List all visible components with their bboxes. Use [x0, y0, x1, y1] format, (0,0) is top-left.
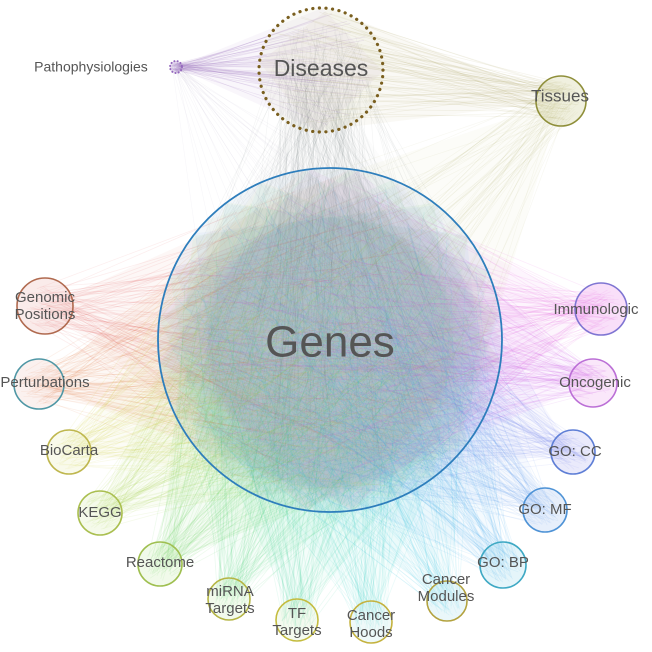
edges-diseases-genes	[169, 23, 487, 500]
node-go_mf[interactable]	[522, 487, 568, 533]
edges-biocarta-genes	[53, 219, 493, 488]
node-circle-cancer_modules[interactable]	[426, 580, 468, 622]
beam-reactome-genes	[160, 203, 467, 564]
node-circle-perturbations[interactable]	[13, 358, 65, 410]
label-oncogenic: Oncogenic	[559, 374, 631, 391]
edges-genomic_positions-genes	[23, 191, 474, 485]
edges-immunologic-genes	[179, 184, 620, 500]
edges-go_cc-genes	[176, 189, 590, 494]
edges-cancer_modules-genes	[175, 185, 474, 616]
node-circle-diseases[interactable]	[257, 6, 385, 134]
beam-oncogenic-genes	[160, 170, 594, 510]
node-circle-genes[interactable]	[157, 167, 503, 513]
node-circle-kegg[interactable]	[77, 490, 123, 536]
beam-go_cc-genes	[173, 183, 574, 497]
node-circle-tissues[interactable]	[535, 75, 587, 127]
node-mirna_targets[interactable]	[207, 577, 251, 621]
edges-tissues-genes	[177, 82, 580, 494]
node-circle-reactome[interactable]	[137, 541, 183, 587]
edges-oncogenic-genes	[167, 197, 611, 481]
node-biocarta[interactable]	[46, 429, 92, 475]
beam-pathophysiologies-diseases	[176, 8, 383, 132]
node-go_bp[interactable]	[479, 541, 527, 589]
label-reactome: Reactome	[126, 554, 194, 571]
node-genomic_positions[interactable]	[16, 277, 74, 335]
labels: Genes Pathophysiologies DiseasesTissuesImm…	[0, 55, 639, 641]
node-circle-biocarta[interactable]	[46, 429, 92, 475]
edges-tissues-diseases	[266, 11, 580, 124]
label-tissues: Tissues	[531, 86, 589, 105]
node-circle-go_bp[interactable]	[479, 541, 527, 589]
node-genes[interactable]	[157, 167, 503, 513]
node-circle-genomic_positions[interactable]	[16, 277, 74, 335]
beam-tissues-diseases	[259, 8, 561, 132]
node-immunologic[interactable]	[574, 282, 628, 336]
edges-pathophysiologies-diseases	[171, 13, 373, 126]
nodes	[13, 6, 628, 644]
label-go_cc: GO: CC	[548, 443, 602, 460]
label-biocarta: BioCarta	[40, 442, 99, 459]
node-circle-tf_targets[interactable]	[275, 598, 319, 642]
beam-tissues-genes	[206, 101, 562, 464]
node-oncogenic[interactable]	[568, 358, 618, 408]
edges-go_mf-genes	[167, 190, 563, 526]
label-go_bp: GO: BP	[477, 554, 529, 571]
edges-pathophysiologies-genes	[171, 62, 439, 473]
beam-wedges	[39, 8, 601, 623]
label-kegg: KEGG	[78, 504, 121, 521]
edges-cancer_hoods-genes	[194, 182, 485, 637]
node-circle-cancer_hoods[interactable]	[349, 600, 393, 644]
edges-perturbations-genes	[19, 189, 481, 484]
label-diseases: Diseases	[274, 55, 369, 81]
edge-lines	[19, 11, 620, 637]
edges-kegg-genes	[84, 193, 492, 530]
beam-mirna_targets-genes	[169, 179, 491, 600]
beam-cancer_modules-genes	[173, 183, 487, 601]
node-circle-oncogenic[interactable]	[568, 358, 618, 408]
node-diseases[interactable]	[257, 6, 385, 134]
label-perturbations: Perturbations	[0, 374, 89, 391]
edges-go_bp-genes	[170, 179, 521, 583]
beam-perturbations-genes	[39, 169, 501, 511]
label-immunologic: Immunologic	[553, 301, 639, 318]
beam-go_bp-genes	[193, 203, 503, 565]
node-circle-immunologic[interactable]	[574, 282, 628, 336]
beam-tf_targets-genes	[159, 169, 501, 620]
edges-reactome-genes	[143, 182, 480, 581]
beam-genomic_positions-genes	[45, 169, 501, 511]
node-kegg[interactable]	[77, 490, 123, 536]
node-perturbations[interactable]	[13, 358, 65, 410]
node-cancer_hoods[interactable]	[349, 600, 393, 644]
node-reactome[interactable]	[137, 541, 183, 587]
label-go_mf: GO: MF	[518, 501, 571, 518]
beam-cancer_hoods-genes	[159, 169, 501, 623]
node-circle-pathophysiologies[interactable]	[169, 60, 183, 74]
beam-biocarta-genes	[69, 181, 489, 499]
node-circle-go_mf[interactable]	[522, 487, 568, 533]
node-go_cc[interactable]	[550, 429, 596, 475]
node-cancer_modules[interactable]	[426, 580, 468, 622]
beam-kegg-genes	[100, 202, 468, 513]
node-circle-go_cc[interactable]	[550, 429, 596, 475]
node-tf_targets[interactable]	[275, 598, 319, 642]
label-genes: Genes	[265, 318, 395, 367]
node-circle-mirna_targets[interactable]	[207, 577, 251, 621]
node-tissues[interactable]	[535, 75, 587, 127]
edges-mirna_targets-genes	[180, 192, 490, 616]
node-pathophysiologies[interactable]	[169, 60, 183, 74]
beam-immunologic-genes	[159, 169, 601, 511]
beam-go_mf-genes	[195, 205, 545, 510]
label-pathophysiologies: Pathophysiologies	[34, 59, 148, 75]
